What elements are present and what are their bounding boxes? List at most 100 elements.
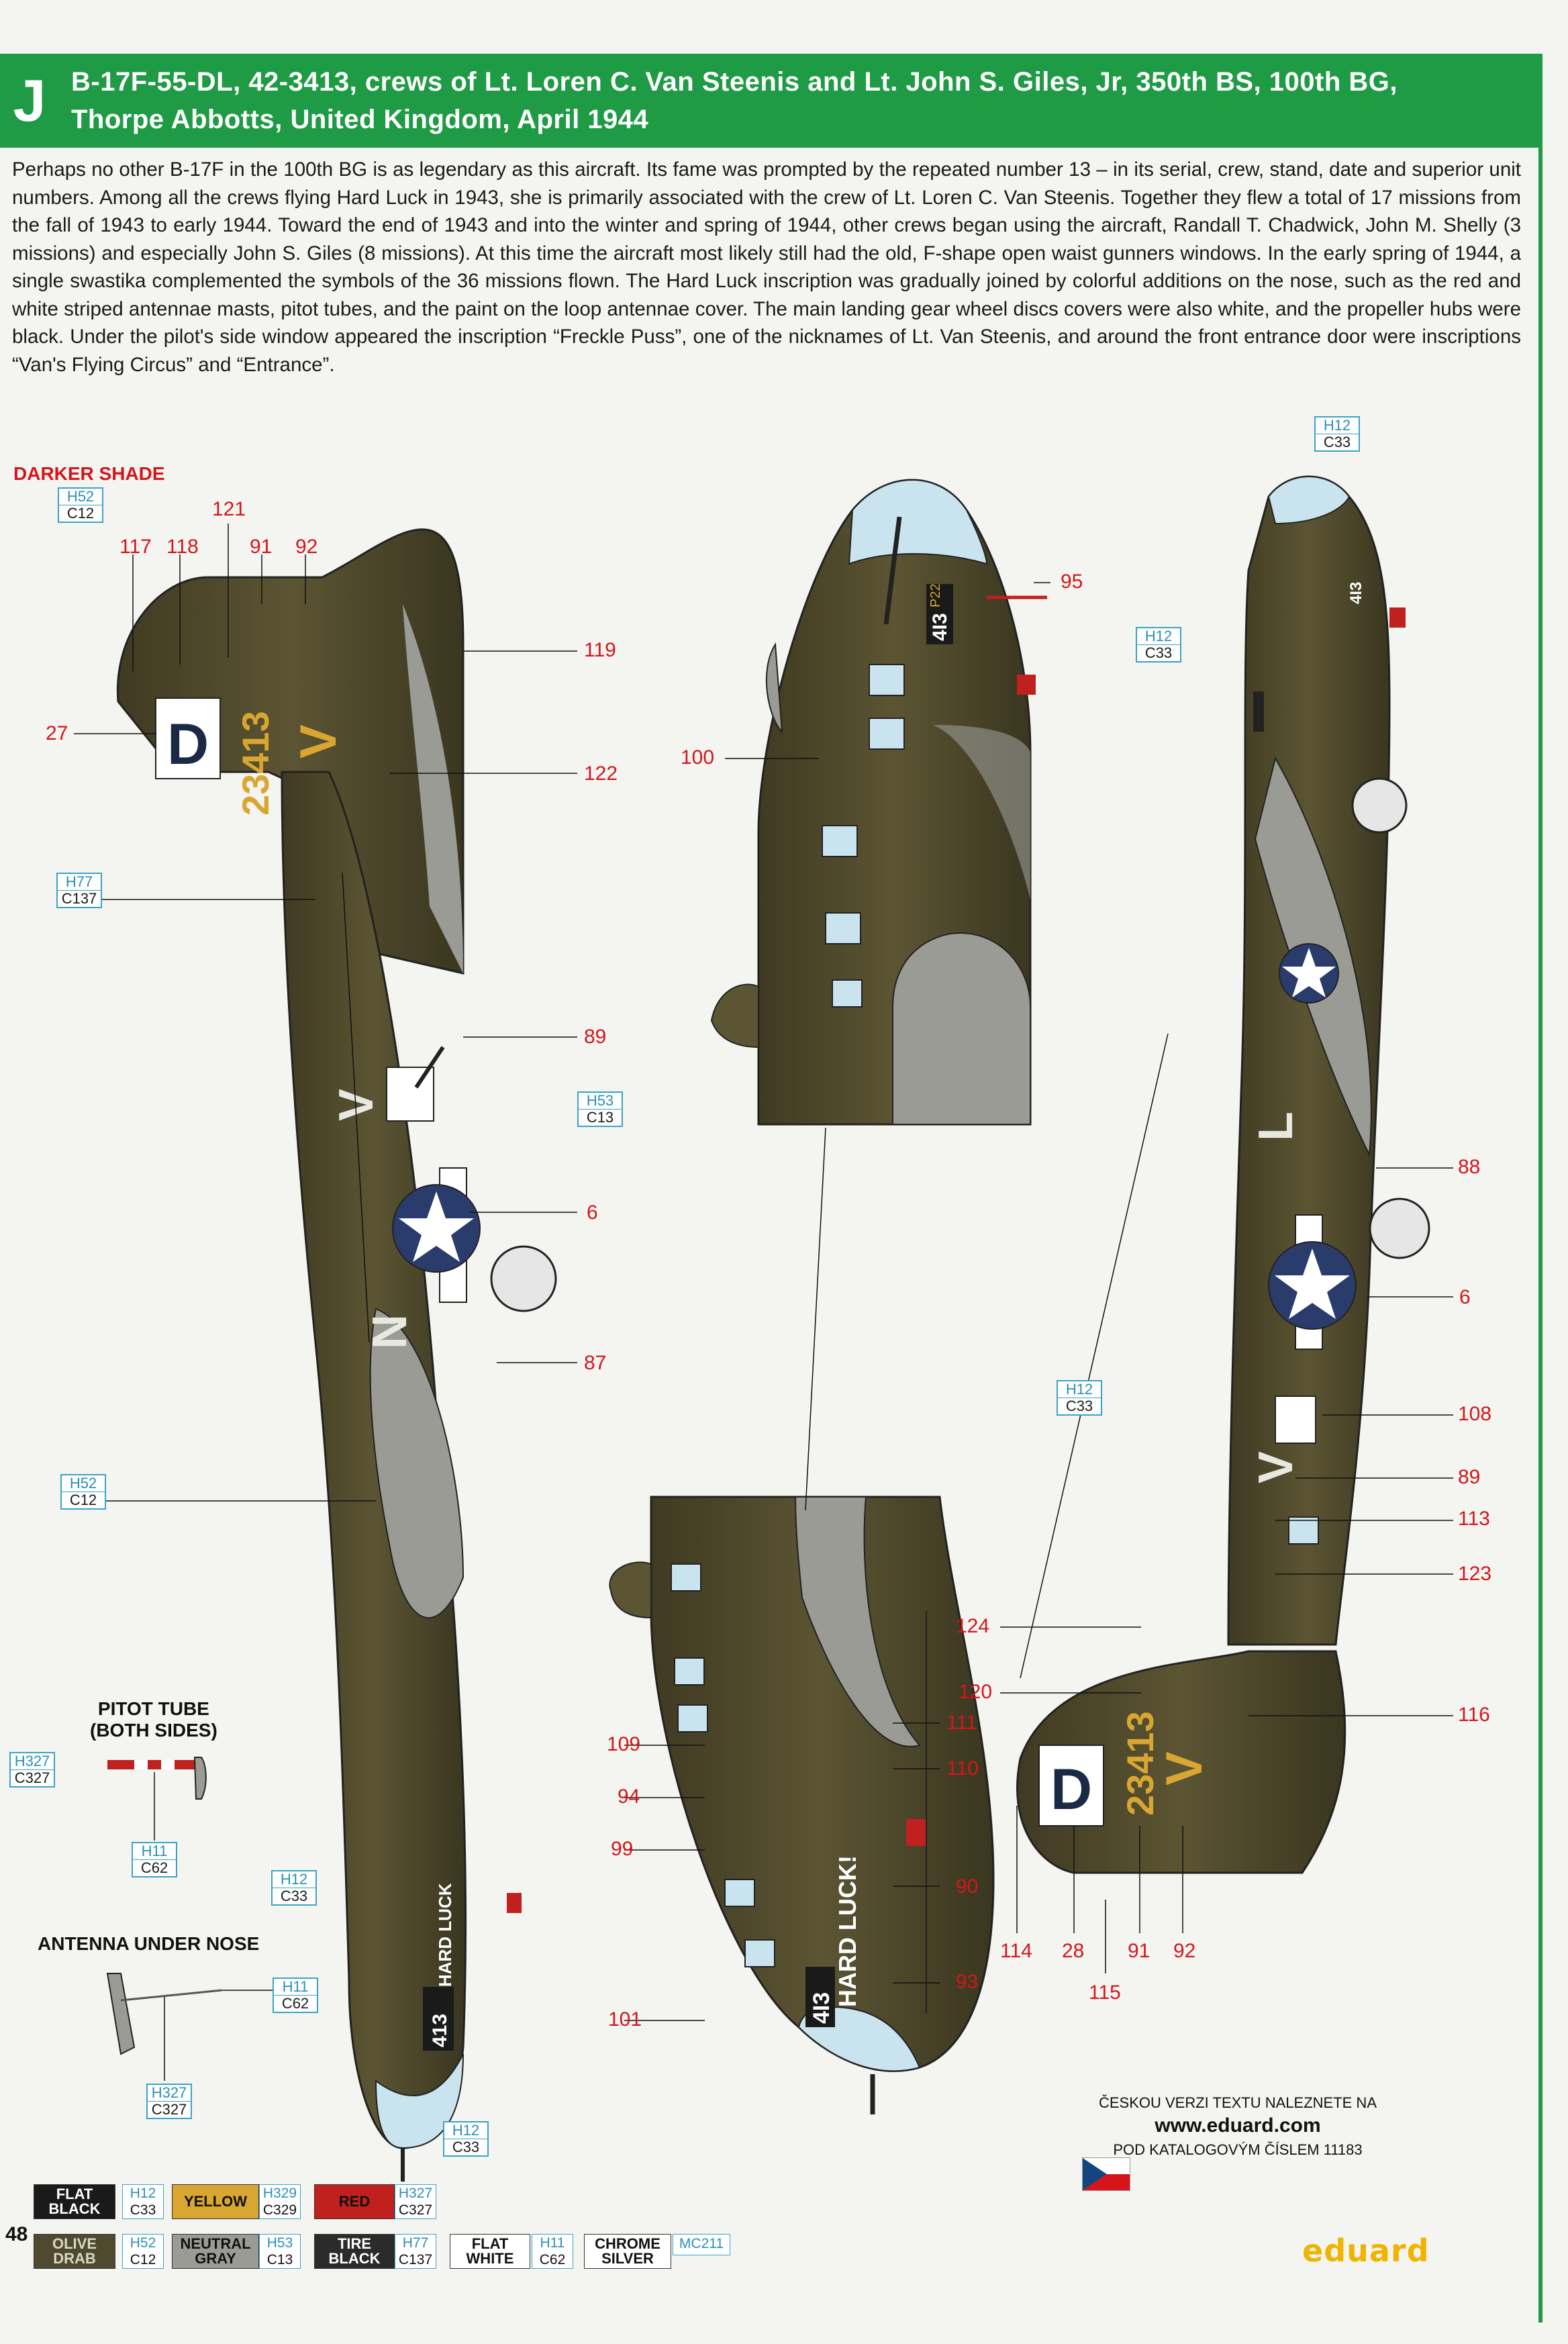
page-number: 48 bbox=[5, 2223, 28, 2245]
left-code-n: N bbox=[363, 1314, 417, 1349]
code-c: C62 bbox=[539, 2252, 566, 2267]
callout-101: 101 bbox=[608, 2008, 642, 2031]
right-green-rule bbox=[1538, 54, 1542, 2323]
left-underside-gray bbox=[403, 604, 463, 973]
code-box-pitot-h11: H11 C62 bbox=[132, 1842, 177, 1877]
callout-88: 88 bbox=[1458, 1156, 1481, 1178]
code-box-right-h12: H12 C33 bbox=[1057, 1380, 1102, 1416]
code-c: C13 bbox=[586, 1109, 614, 1126]
callout-124: 124 bbox=[956, 1615, 990, 1637]
code-h: H327 bbox=[148, 2085, 191, 2102]
code-box-darker-shade: H52 C12 bbox=[58, 487, 103, 523]
left-wing-root bbox=[369, 1308, 464, 1619]
callout-121: 121 bbox=[212, 498, 246, 520]
center-bottom-nose-view: 4I3 HARD LUCK! bbox=[609, 1496, 995, 2114]
code-box-antenna-h327: H327 C327 bbox=[146, 2084, 192, 2119]
callout-123: 123 bbox=[1458, 1563, 1492, 1585]
antenna-under-nose-label: ANTENNA UNDER NOSE bbox=[38, 1933, 260, 1954]
code-c: C62 bbox=[140, 1859, 168, 1876]
code-h: H12 bbox=[1316, 418, 1359, 434]
code-box-top-right: H12 C33 bbox=[1314, 416, 1360, 452]
code-h: H52 bbox=[62, 1475, 105, 1492]
code-h: H12 bbox=[273, 1871, 315, 1888]
legend-name: TIRE bbox=[337, 2235, 372, 2252]
left-nose-number-box bbox=[423, 1987, 454, 2051]
center-top-nose-number: 4I3 bbox=[929, 613, 951, 641]
czech-note-url[interactable]: www.eduard.com bbox=[1155, 2114, 1321, 2137]
legend-name: NEUTRAL bbox=[180, 2235, 251, 2252]
darker-shade-label: DARKER SHADE bbox=[13, 463, 165, 484]
code-c: C33 bbox=[1323, 434, 1351, 450]
callout-108: 108 bbox=[1458, 1403, 1492, 1425]
code-c: MC211 bbox=[679, 2236, 724, 2251]
code-h: H12 bbox=[1137, 628, 1180, 645]
code-c: C33 bbox=[130, 2202, 156, 2218]
code-c: C33 bbox=[1144, 644, 1173, 661]
right-star-insignia bbox=[1268, 1214, 1357, 1350]
profile-header: J B-17F-55-DL, 42-3413, crews of Lt. Lor… bbox=[0, 54, 1542, 148]
code-h: H12 bbox=[444, 2122, 487, 2139]
antenna-under-nose-detail bbox=[106, 1973, 282, 2081]
legend-name: SILVER bbox=[601, 2250, 654, 2267]
legend-code-yellow: H329 C329 bbox=[259, 2184, 301, 2219]
right-squadron-letter: D bbox=[1050, 1757, 1092, 1822]
code-c: C13 bbox=[266, 2252, 293, 2267]
czech-note-line3: POD KATALOGOVÝM ČÍSLEM 11183 bbox=[1113, 2141, 1363, 2158]
left-squadron-square bbox=[155, 697, 221, 779]
code-h: H11 bbox=[274, 1979, 317, 1996]
callout-122: 122 bbox=[584, 763, 618, 785]
legend-name: BLACK bbox=[328, 2250, 381, 2267]
legend-code-chrome-silver: MC211 bbox=[673, 2234, 730, 2255]
center-bottom-nose-name: HARD LUCK! bbox=[834, 1855, 861, 2007]
pitot-tube-label: PITOT TUBE (BOTH SIDES) bbox=[90, 1698, 217, 1741]
code-box-right-nose: H12 C33 bbox=[1136, 627, 1181, 663]
callout-118: 118 bbox=[166, 536, 199, 558]
callout-120: 120 bbox=[959, 1681, 993, 1703]
code-h: H52 bbox=[130, 2235, 156, 2251]
left-wheel bbox=[490, 1245, 557, 1312]
code-box-antenna-h11: H11 C62 bbox=[273, 1977, 318, 2013]
legend-name: BLACK bbox=[48, 2200, 101, 2217]
code-c: C327 bbox=[14, 1769, 50, 1786]
callout-99: 99 bbox=[611, 1838, 634, 1860]
legend-name: GRAY bbox=[195, 2250, 236, 2267]
callout-119: 119 bbox=[584, 639, 616, 661]
callout-92-left: 92 bbox=[295, 536, 318, 558]
legend-name: FLAT bbox=[471, 2235, 509, 2252]
czech-note-line1: ČESKOU VERZI TEXTU NALEZNETE NA bbox=[1098, 2094, 1377, 2111]
code-box-left-h77: H77 C137 bbox=[56, 873, 102, 908]
eduard-logo: eduard bbox=[1302, 2233, 1430, 2269]
code-c: C137 bbox=[61, 890, 97, 907]
callout-111: 111 bbox=[946, 1712, 977, 1734]
legend-name: FLAT bbox=[56, 2186, 93, 2202]
code-h: H11 bbox=[540, 2235, 565, 2251]
code-box-left-h53: H53 C13 bbox=[577, 1091, 623, 1127]
code-h: H53 bbox=[266, 2235, 293, 2251]
left-star-insignia bbox=[392, 1167, 481, 1303]
code-c: C327 bbox=[151, 2101, 187, 2118]
right-code-v: V bbox=[1249, 1451, 1303, 1483]
legend-yellow: YELLOW bbox=[172, 2184, 259, 2219]
code-h: H327 bbox=[398, 2186, 433, 2201]
callout-90: 90 bbox=[956, 1875, 979, 1898]
left-serial: 23413 bbox=[234, 711, 277, 816]
code-c: C33 bbox=[280, 1888, 308, 1904]
callout-110: 110 bbox=[946, 1757, 979, 1779]
center-top-nose-view: 4I3 P22 bbox=[710, 479, 1047, 1126]
left-squadron-letter: D bbox=[167, 712, 209, 777]
pitot-tube-label-line1: PITOT TUBE bbox=[97, 1698, 209, 1719]
code-box-pitot-h327: H327 C327 bbox=[9, 1752, 55, 1788]
legend-code-tire-black: H77 C137 bbox=[395, 2234, 436, 2269]
callout-93: 93 bbox=[956, 1971, 979, 1993]
callout-89-left: 89 bbox=[584, 1026, 607, 1048]
right-code-l: L bbox=[1249, 1112, 1303, 1141]
profile-title-line2: Thorpe Abbotts, United Kingdom, April 19… bbox=[71, 105, 649, 134]
code-h: H52 bbox=[59, 489, 102, 505]
left-nose-name: HARD LUCK bbox=[435, 1883, 455, 1987]
code-h: H77 bbox=[58, 874, 101, 891]
